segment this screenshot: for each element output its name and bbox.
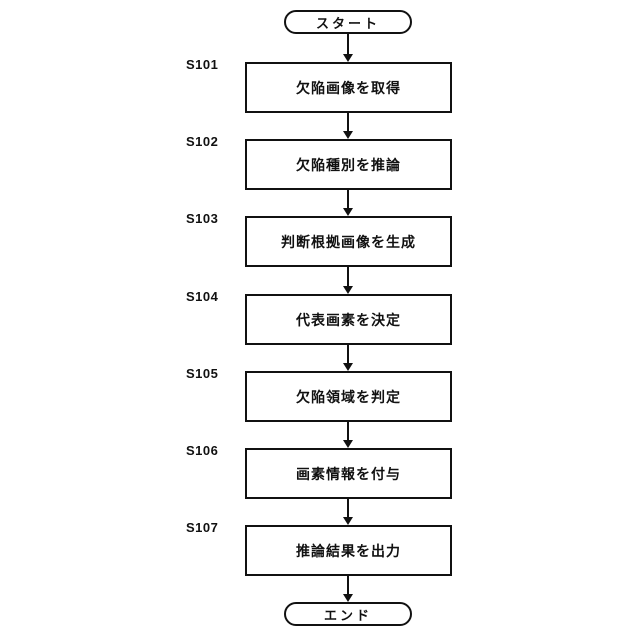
flow-arrow	[343, 499, 353, 525]
flow-arrow	[343, 190, 353, 216]
flow-arrow	[343, 345, 353, 371]
start-terminal: スタート	[284, 10, 412, 34]
flow-arrow	[343, 34, 353, 62]
step-id-s102: S102	[186, 134, 219, 149]
step-id-s101: S101	[186, 57, 219, 72]
process-box-s104: 代表画素を決定	[245, 294, 452, 345]
flow-arrow	[343, 576, 353, 602]
step-id-s104: S104	[186, 289, 219, 304]
process-box-s101: 欠陥画像を取得	[245, 62, 452, 113]
step-id-s103: S103	[186, 211, 219, 226]
flow-arrow	[343, 113, 353, 139]
step-id-s107: S107	[186, 520, 219, 535]
flow-arrow	[343, 422, 353, 448]
end-terminal: エンド	[284, 602, 412, 626]
process-box-s103: 判断根拠画像を生成	[245, 216, 452, 267]
step-id-s106: S106	[186, 443, 219, 458]
step-id-s105: S105	[186, 366, 219, 381]
process-box-s102: 欠陥種別を推論	[245, 139, 452, 190]
process-box-s106: 画素情報を付与	[245, 448, 452, 499]
process-box-s107: 推論結果を出力	[245, 525, 452, 576]
flow-arrow	[343, 267, 353, 294]
process-box-s105: 欠陥領域を判定	[245, 371, 452, 422]
